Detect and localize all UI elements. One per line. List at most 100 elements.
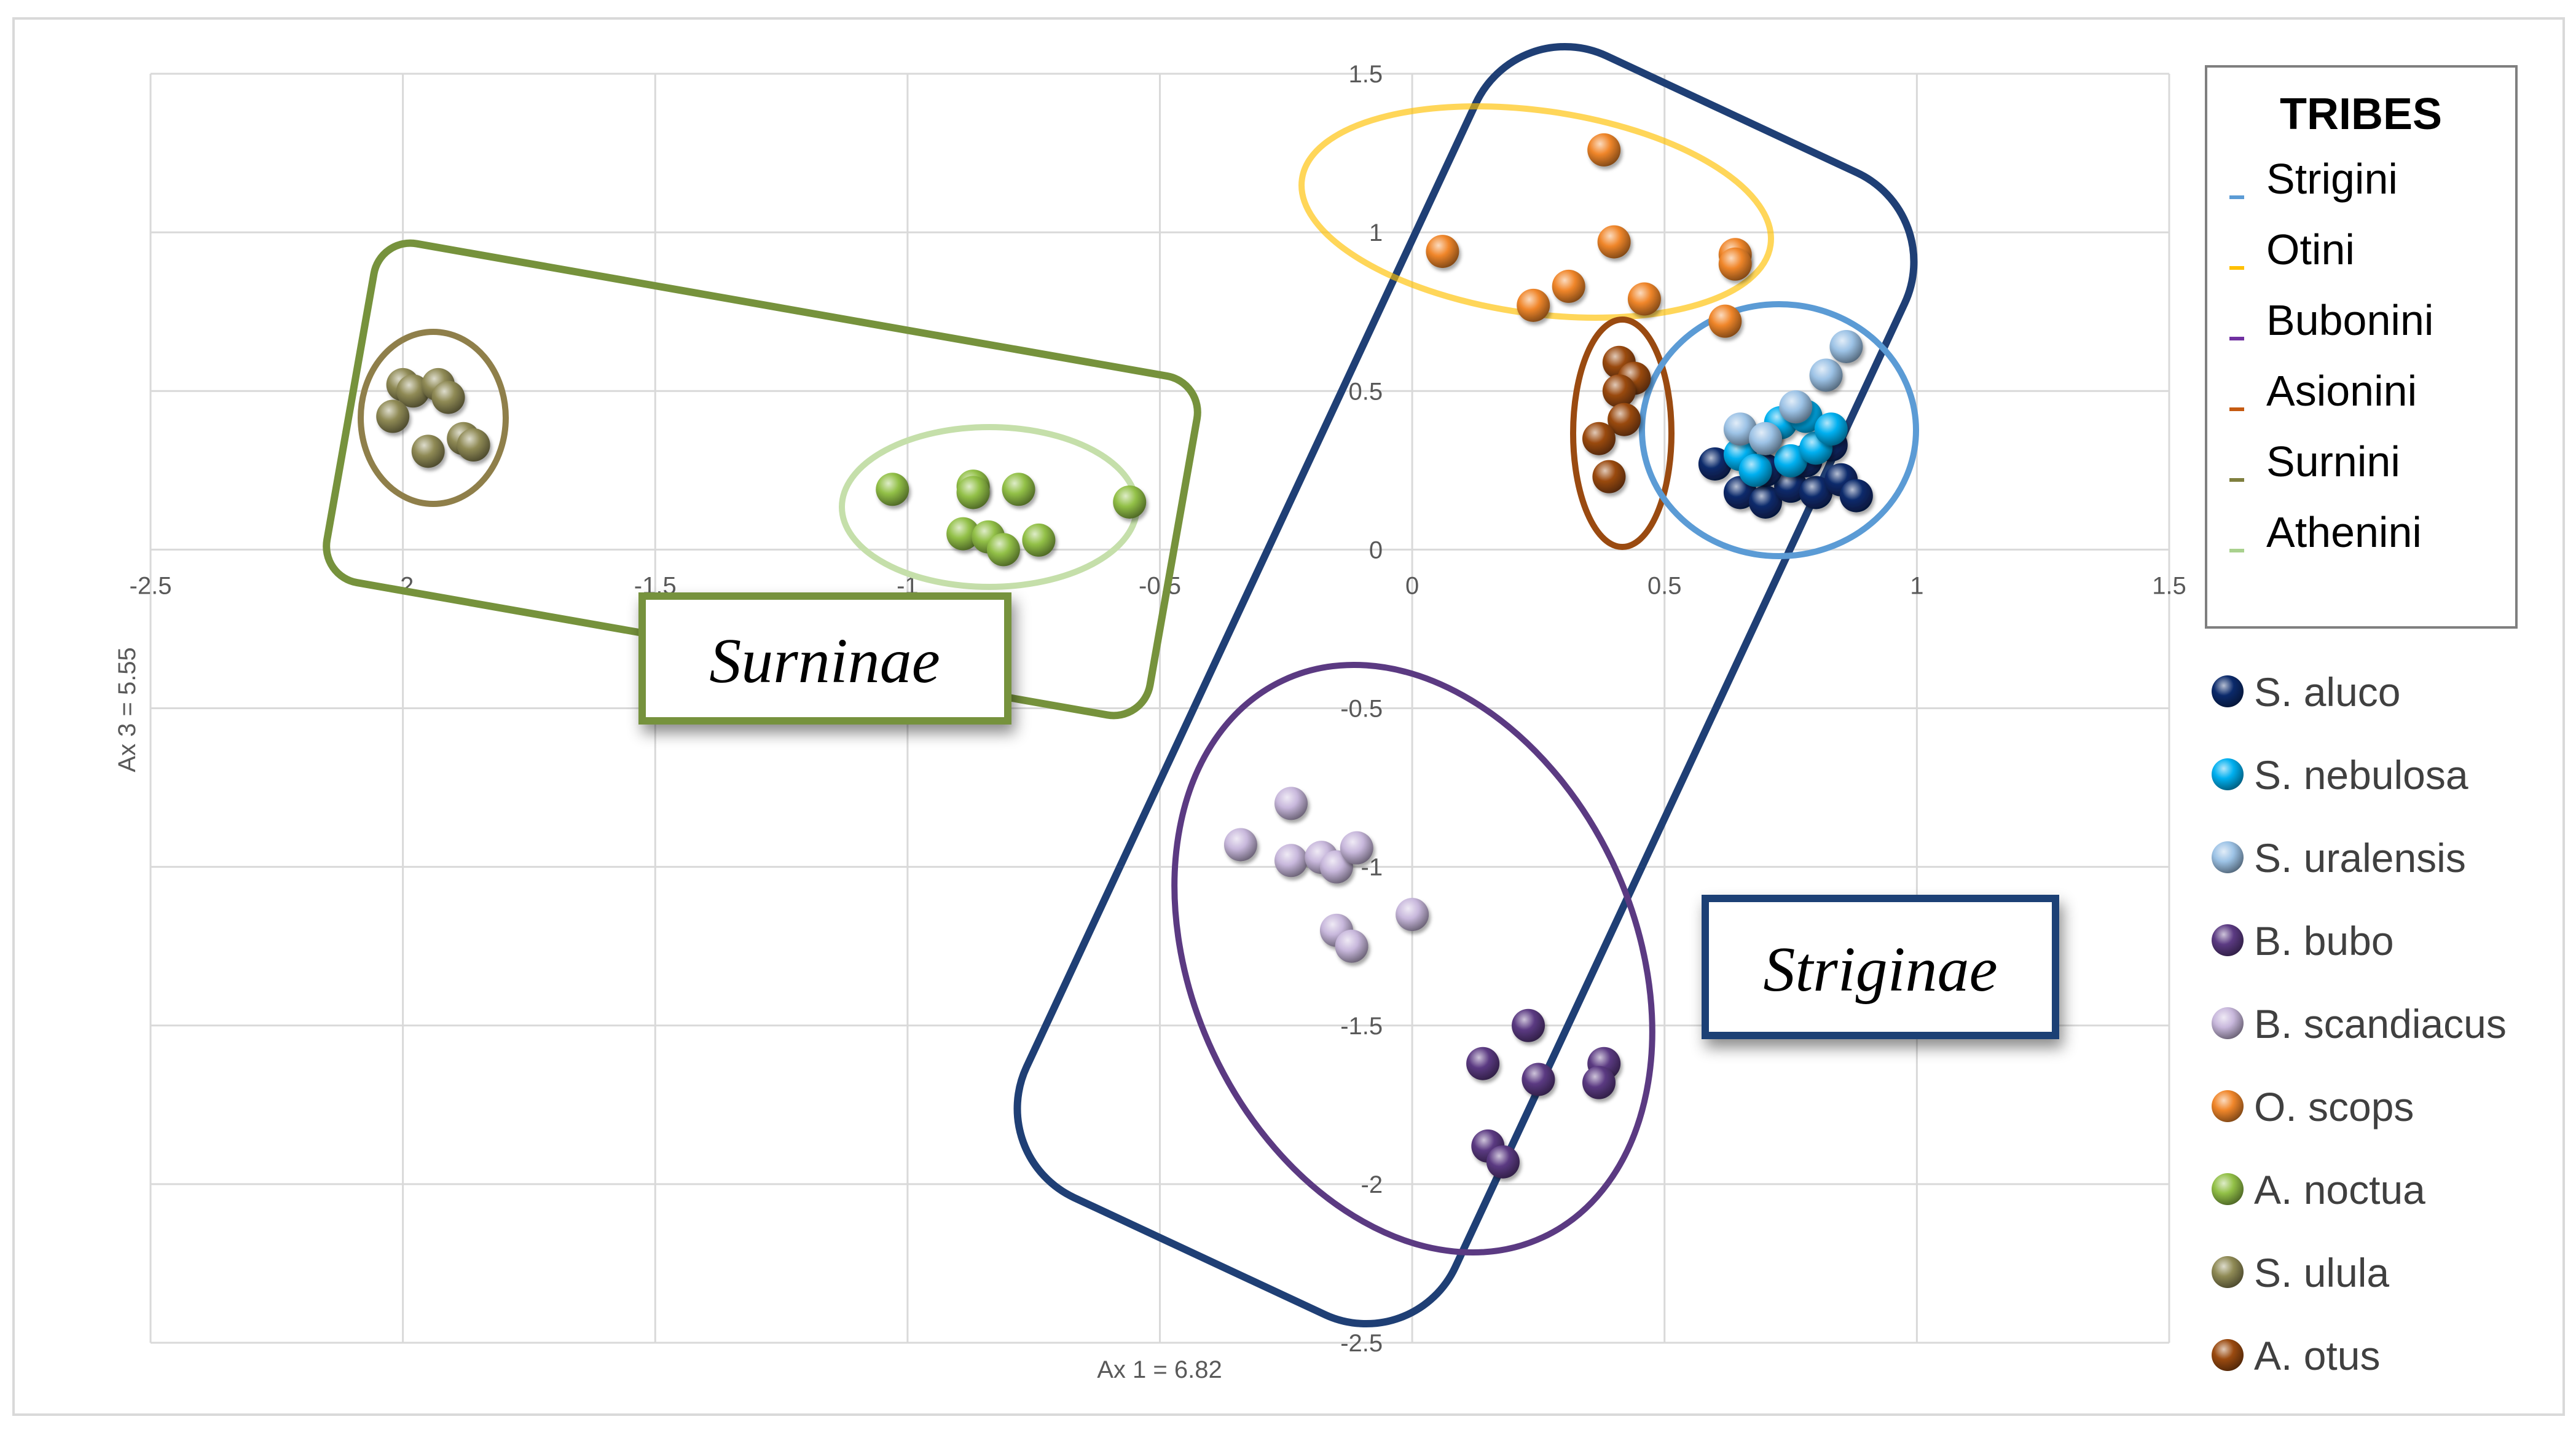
- point-sulula: [396, 374, 430, 408]
- point-anoctua: [986, 533, 1020, 567]
- species-label: S. aluco: [2254, 669, 2400, 715]
- point-snebulosa: [1738, 454, 1772, 487]
- point-oscops: [1597, 225, 1631, 259]
- species-swatch: [2212, 758, 2244, 790]
- y-tick-label: -2: [1361, 1171, 1383, 1198]
- point-suralensis: [1829, 329, 1863, 363]
- asionini-outline: [1570, 316, 1675, 550]
- y-axis-title: Ax 3 = 5.55: [114, 647, 141, 772]
- species-swatch: [2212, 675, 2244, 707]
- species-label: A. otus: [2254, 1333, 2380, 1378]
- species-swatch: [2212, 1007, 2244, 1039]
- point-anoctua: [1022, 523, 1056, 557]
- point-sulula: [431, 380, 465, 414]
- point-sulula: [411, 434, 445, 468]
- point-oscops: [1718, 247, 1752, 281]
- species-label: S. ulula: [2254, 1250, 2389, 1295]
- surninae-annotation: [638, 592, 1011, 725]
- x-tick-label: 0: [1405, 572, 1419, 599]
- tribe-label: Bubonini: [2266, 296, 2433, 344]
- species-label: B. bubo: [2254, 918, 2394, 964]
- point-oscops: [1426, 235, 1459, 269]
- point-bbubo: [1512, 1008, 1545, 1042]
- point-oscops: [1587, 133, 1621, 167]
- surninae-label: Surninae: [709, 626, 940, 696]
- point-bbubo: [1582, 1066, 1616, 1099]
- point-saluco: [1698, 447, 1732, 481]
- point-saluco: [1839, 479, 1873, 513]
- point-sulula: [457, 428, 490, 462]
- point-saluco: [1749, 485, 1782, 519]
- strigini-outline: [1639, 301, 1919, 559]
- y-tick-label: 0.5: [1349, 378, 1383, 405]
- y-tick-label: 1.5: [1349, 61, 1383, 88]
- point-aotus: [1592, 460, 1626, 493]
- point-aotus: [1582, 422, 1616, 455]
- point-anoctua: [876, 473, 909, 506]
- point-anoctua: [1002, 473, 1035, 506]
- species-label: S. uralensis: [2254, 835, 2466, 881]
- point-aotus: [1608, 403, 1641, 436]
- point-bbubo: [1486, 1145, 1520, 1179]
- x-tick-label: -0.5: [1139, 572, 1181, 599]
- tribe-label: Surnini: [2266, 438, 2400, 485]
- point-bscandiacus: [1340, 831, 1373, 865]
- x-tick-label: -2.5: [130, 572, 172, 599]
- point-bscandiacus: [1223, 828, 1257, 862]
- species-swatch: [2212, 841, 2244, 873]
- species-label: A. noctua: [2254, 1167, 2425, 1212]
- x-tick-label: 1.5: [2152, 572, 2186, 599]
- point-bbubo: [1522, 1063, 1555, 1096]
- point-saluco: [1799, 476, 1833, 509]
- point-snebulosa: [1774, 444, 1808, 477]
- striginae-box: [1702, 895, 2059, 1039]
- y-tick-label: 1: [1369, 219, 1383, 246]
- data-points: [376, 133, 1873, 1179]
- tribe-label: Otini: [2266, 226, 2355, 273]
- point-saluco: [1774, 470, 1808, 503]
- point-oscops: [1627, 282, 1661, 316]
- species-swatch: [2212, 1339, 2244, 1371]
- point-bscandiacus: [1274, 844, 1308, 878]
- tribe-label: Athenini: [2266, 508, 2422, 556]
- bubonini-outline: [1171, 661, 1655, 1256]
- point-sulula: [376, 399, 410, 433]
- y-tick-label: 0: [1369, 536, 1383, 564]
- x-axis-title: Ax 1 = 6.82: [1097, 1356, 1222, 1383]
- striginae-label: Striginae: [1763, 934, 1997, 1005]
- point-bscandiacus: [1274, 787, 1308, 820]
- species-swatch: [2212, 924, 2244, 956]
- point-suralensis: [1809, 358, 1843, 392]
- point-suralensis: [1723, 412, 1757, 446]
- species-swatch: [2212, 1173, 2244, 1205]
- point-bscandiacus: [1335, 929, 1368, 963]
- point-bbubo: [1466, 1047, 1500, 1080]
- point-oscops: [1552, 269, 1585, 303]
- tribes-legend-title: TRIBES: [2280, 90, 2442, 139]
- point-oscops: [1517, 288, 1550, 322]
- species-swatch: [2212, 1090, 2244, 1122]
- tribes-legend-entries: StriginiOtiniBuboniniAsioniniSurniniAthe…: [2229, 155, 2433, 556]
- surnini-outline: [358, 329, 509, 507]
- point-suralensis: [1749, 422, 1782, 455]
- point-anoctua: [946, 517, 980, 551]
- species-swatch: [2212, 1256, 2244, 1288]
- y-tick-label: -2.5: [1340, 1330, 1383, 1357]
- tribes-legend-box: [2205, 65, 2518, 629]
- point-oscops: [1708, 304, 1742, 338]
- point-suralensis: [1779, 390, 1813, 424]
- point-anoctua: [1113, 485, 1147, 519]
- tribe-label: Strigini: [2266, 155, 2398, 203]
- species-label: O. scops: [2254, 1084, 2414, 1130]
- point-anoctua: [956, 476, 990, 509]
- point-bscandiacus: [1396, 898, 1429, 932]
- point-aotus: [1602, 374, 1636, 408]
- tribe-label: Asionini: [2266, 367, 2417, 415]
- striginae-group-outline: [1013, 42, 1918, 1328]
- y-tick-label: -1.5: [1340, 1013, 1383, 1040]
- x-tick-label: 0.5: [1647, 572, 1682, 599]
